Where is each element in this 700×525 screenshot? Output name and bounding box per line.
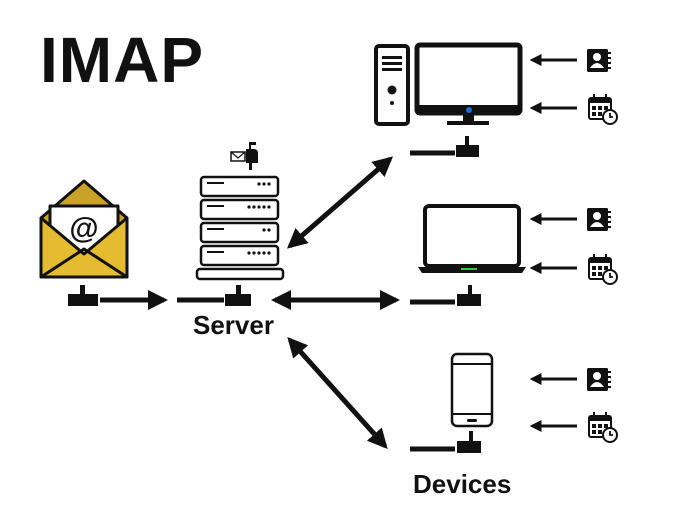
laptop-network-port-icon	[410, 285, 481, 306]
at-sign-glyph: @	[69, 212, 98, 245]
server-rack-icon	[195, 175, 285, 281]
server-desktop-arrow	[286, 156, 394, 249]
monitor	[414, 42, 523, 125]
calendar-clock-icon	[588, 254, 618, 285]
server-unit	[199, 198, 280, 221]
diagram-title: IMAP	[40, 24, 204, 96]
contacts-book-icon	[587, 368, 611, 391]
envelope-fold	[40, 247, 128, 279]
server-unit	[199, 244, 280, 267]
phone-network-port-icon	[410, 431, 481, 453]
server-unit	[199, 175, 280, 198]
server-network-port-icon	[225, 285, 251, 306]
server-label: Server	[193, 310, 274, 340]
contacts-book-icon	[587, 208, 611, 231]
envelope-at-icon: @	[39, 179, 129, 279]
contacts-book-icon	[587, 49, 611, 72]
calendar-clock-icon	[588, 94, 618, 125]
pc-tower	[374, 44, 410, 126]
server-base	[195, 267, 285, 281]
desktop-computer-icon	[374, 42, 523, 126]
devices-label: Devices	[413, 469, 512, 499]
email-network-port-icon	[68, 285, 98, 306]
monitor-power-led	[466, 107, 472, 113]
device-data-icons	[529, 49, 618, 443]
server-unit	[199, 221, 280, 244]
laptop-status-led	[461, 268, 477, 270]
calendar-clock-icon	[588, 412, 618, 443]
laptop-icon	[418, 204, 526, 273]
mailbox-icon	[230, 142, 258, 170]
server-phone-arrow	[287, 337, 388, 449]
smartphone-icon	[450, 352, 494, 428]
desktop-network-port-icon	[410, 136, 479, 157]
